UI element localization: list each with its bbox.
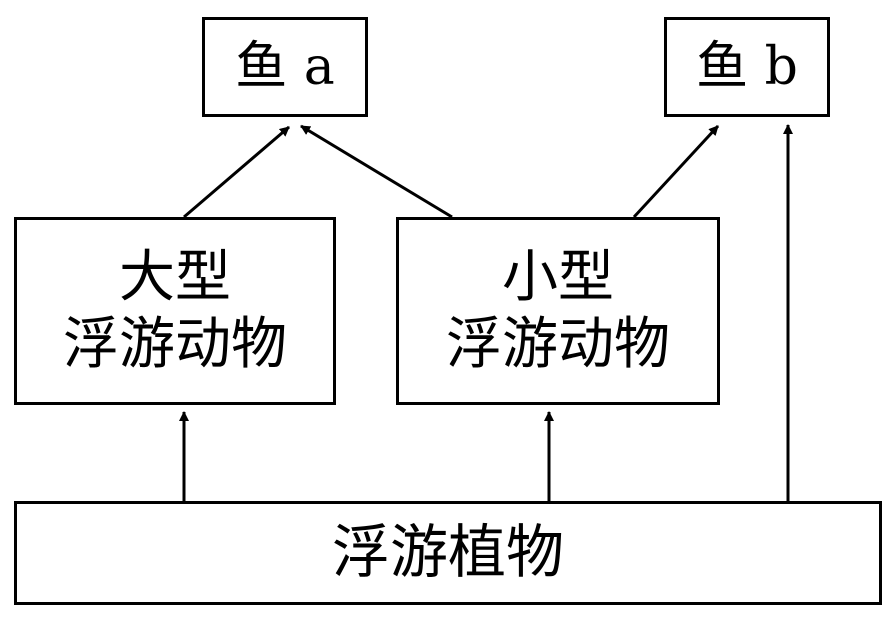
large-zooplankton-label-line2: 浮游动物 — [63, 312, 287, 377]
fish-b-box: 鱼 b — [664, 17, 830, 117]
large-zooplankton-label-line1: 大型 — [119, 244, 231, 310]
phytoplankton-box: 浮游植物 — [14, 501, 882, 605]
small-zooplankton-label-line1: 小型 — [502, 244, 614, 310]
fish-a-label: 鱼 a — [235, 36, 335, 97]
large-zooplankton-box: 大型 浮游动物 — [14, 217, 336, 405]
small-zooplankton-box: 小型 浮游动物 — [396, 217, 720, 405]
arrow-large-zooplankton-to-fish-a — [183, 125, 290, 219]
fish-a-box: 鱼 a — [202, 17, 368, 117]
small-zooplankton-label-line2: 浮游动物 — [446, 312, 670, 377]
arrow-small-zooplankton-to-fish-a — [300, 124, 453, 219]
arrow-small-zooplankton-to-fish-b — [632, 124, 720, 219]
phytoplankton-label: 浮游植物 — [331, 518, 564, 587]
fish-b-label: 鱼 b — [696, 36, 798, 97]
